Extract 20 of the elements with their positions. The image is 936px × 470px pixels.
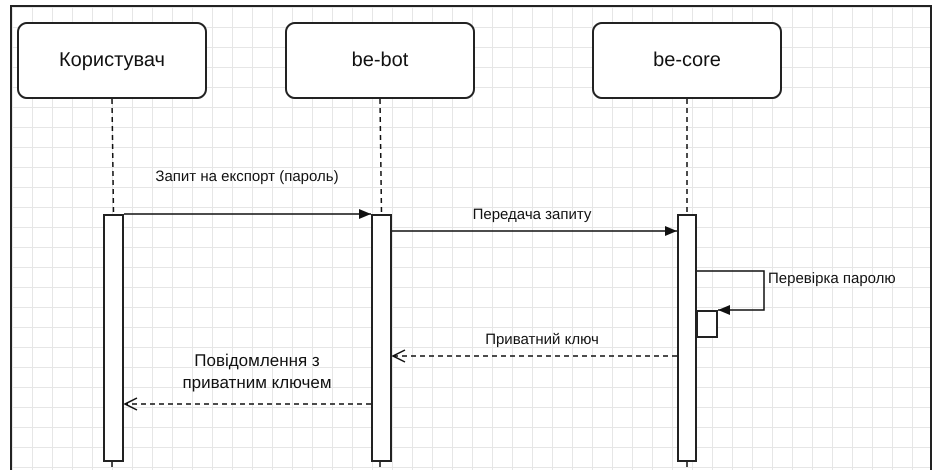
lifeline: [111, 98, 114, 214]
edge-label: Передача запиту: [472, 206, 592, 224]
participant-box: be-bot: [285, 22, 475, 99]
lifeline: [686, 99, 688, 214]
activation-bar: [103, 214, 124, 462]
lifeline: [379, 98, 382, 214]
return-arrow: [124, 397, 371, 411]
edge-label: Запит на експорт (пароль): [154, 168, 340, 186]
self-message-arrow: [697, 270, 765, 315]
message-arrow: [124, 209, 371, 219]
message-arrow: [392, 226, 677, 236]
edge-label: Перевірка паролю: [768, 270, 897, 288]
activation-bar: [696, 310, 718, 338]
participant-box: Користувач: [17, 22, 207, 99]
participant-box: be-core: [592, 22, 782, 99]
return-arrow: [392, 349, 677, 363]
edge-label: Повідомлення з приватним ключем: [181, 350, 333, 394]
edge-label: Приватний ключ: [484, 331, 600, 349]
activation-bar: [677, 214, 697, 462]
activation-bar: [371, 214, 392, 462]
